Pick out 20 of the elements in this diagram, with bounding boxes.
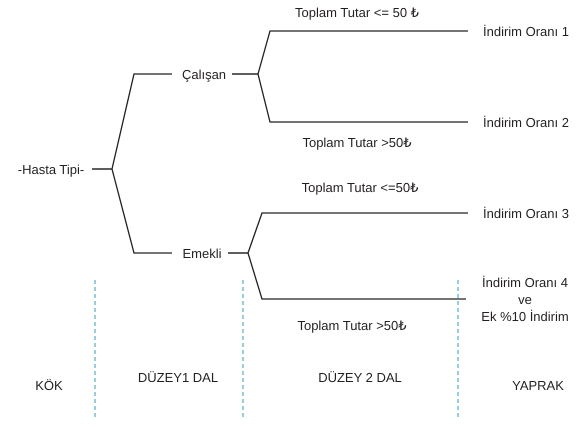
level-label: DÜZEY 2 DAL [317, 369, 403, 386]
edge-label: Toplam Tutar <=50₺ [300, 180, 420, 196]
level-label: YAPRAK [511, 377, 565, 394]
node-text: İndirim Oranı 4 [482, 274, 568, 290]
branch-line [92, 168, 172, 254]
level-label: KÖK [34, 377, 64, 394]
node-text: İndirim Oranı 3 [483, 204, 569, 222]
node-text: Emekli [182, 244, 222, 262]
node-text: İndirim Oranı 1 [483, 22, 569, 40]
node-text: ve [518, 290, 532, 308]
node-text: Ek %10 İndirim [481, 308, 569, 324]
level-label: DÜZEY1 DAL [136, 369, 220, 386]
edge-label: Toplam Tutar <= 50 ₺ [293, 5, 421, 21]
edge-label: Toplam Tutar >50₺ [300, 135, 414, 151]
node-text: Çalışan [182, 66, 226, 82]
branch-line [232, 73, 468, 123]
edge-label: Toplam Tutar >50₺ [295, 318, 409, 334]
branch-line [228, 252, 466, 300]
node-text: -Hasta Tipi- [18, 160, 84, 178]
node-text: İndirim Oranı 2 [483, 114, 569, 130]
